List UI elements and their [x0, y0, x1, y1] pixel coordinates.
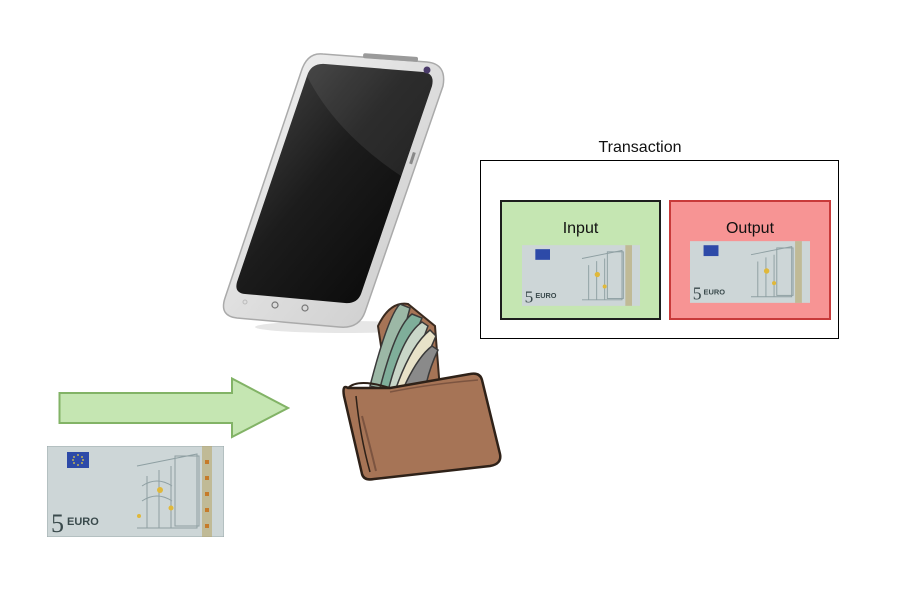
transaction-title: Transaction: [598, 139, 682, 156]
input-label: Input: [562, 220, 599, 237]
banknote-currency: EURO: [704, 288, 726, 297]
output-label: Output: [725, 220, 775, 237]
right-arrow-icon: [58, 376, 291, 444]
wallet-icon: [330, 296, 505, 486]
banknote-denomination: 5: [525, 288, 534, 307]
five-euro-banknote-icon: 5 EURO: [47, 446, 224, 537]
banknote-denomination: 5: [693, 283, 702, 303]
five-euro-banknote-icon: 5 EURO: [522, 245, 640, 306]
banknote-denomination: 5: [51, 509, 64, 537]
smartphone-icon: [215, 42, 455, 342]
banknote-currency: EURO: [67, 516, 99, 528]
banknote-currency: EURO: [535, 291, 556, 300]
five-euro-banknote-icon: 5 EURO: [690, 241, 810, 303]
